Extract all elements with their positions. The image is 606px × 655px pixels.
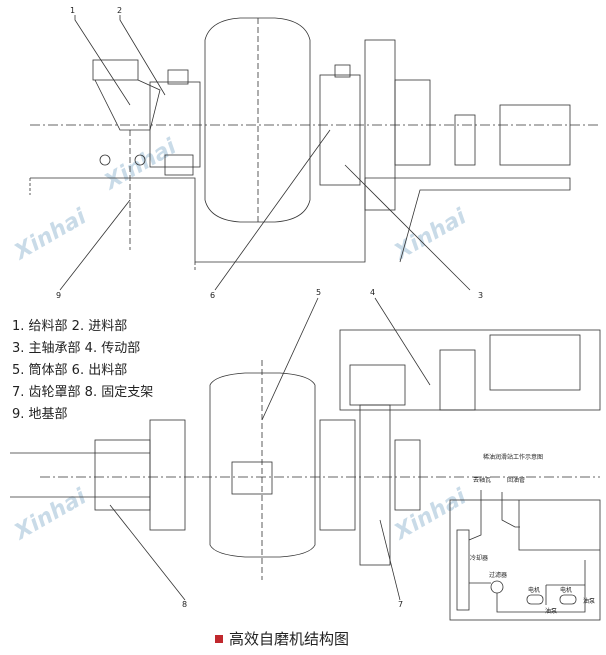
- legend-line: 1. 给料部 2. 进料部: [12, 319, 128, 334]
- svg-text:9: 9: [56, 291, 61, 300]
- svg-text:稀油润滑站工作示意图: 稀油润滑站工作示意图: [483, 453, 543, 461]
- svg-text:Xinhai: Xinhai: [389, 484, 471, 546]
- parts-legend: 1. 给料部 2. 进料部 3. 主轴承部 4. 传动部 5. 筒体部 6. 出…: [12, 316, 153, 426]
- figure-caption: 高效自磨机结构图: [215, 628, 349, 649]
- legend-line: 7. 齿轮罩部 8. 固定支架: [12, 385, 154, 400]
- svg-text:电机: 电机: [560, 586, 572, 594]
- svg-text:7: 7: [398, 600, 403, 609]
- legend-line: 3. 主轴承部 4. 传动部: [12, 341, 141, 356]
- svg-text:2: 2: [117, 6, 122, 15]
- svg-text:Xinhai: Xinhai: [9, 204, 91, 266]
- legend-line: 5. 筒体部 6. 出料部: [12, 363, 128, 378]
- svg-text:4: 4: [370, 288, 375, 297]
- svg-text:油泵: 油泵: [545, 607, 557, 615]
- callouts: 1 2 3 4 5 6 7 8 9: [56, 6, 483, 609]
- plan-view: [10, 329, 601, 580]
- svg-text:Xinhai: Xinhai: [9, 484, 91, 546]
- svg-text:3: 3: [478, 291, 483, 300]
- elevation-view: [29, 17, 600, 270]
- caption-text: 高效自磨机结构图: [229, 630, 350, 648]
- svg-text:1: 1: [70, 6, 75, 15]
- svg-text:5: 5: [316, 288, 321, 297]
- svg-text:电机: 电机: [528, 586, 540, 594]
- svg-text:冷却器: 冷却器: [470, 554, 488, 562]
- red-square-icon: [215, 634, 223, 643]
- svg-text:6: 6: [210, 291, 215, 300]
- lubrication-inset: 稀油润滑站工作示意图 去轴瓦 回油管 冷却器 过滤器 电机 电机 油泵 油泵: [449, 453, 601, 621]
- svg-text:过滤器: 过滤器: [489, 571, 507, 579]
- svg-text:回油管: 回油管: [507, 476, 525, 484]
- legend-line: 9. 地基部: [12, 407, 68, 422]
- svg-text:油泵: 油泵: [583, 597, 595, 605]
- svg-text:8: 8: [182, 600, 187, 609]
- svg-text:去轴瓦: 去轴瓦: [473, 476, 491, 484]
